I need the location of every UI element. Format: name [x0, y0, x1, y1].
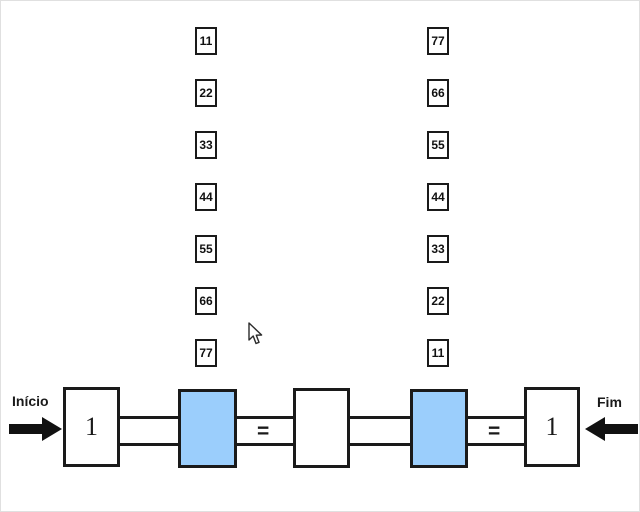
value-cell[interactable]: 55 — [195, 235, 217, 263]
value-cell[interactable]: 77 — [195, 339, 217, 367]
connector-left-link-to-middle — [231, 416, 299, 446]
connector-right-link-to-tail — [461, 416, 531, 446]
end-arrow-icon — [585, 417, 638, 441]
value-cell[interactable]: 33 — [195, 131, 217, 159]
mouse-pointer-icon — [248, 322, 263, 345]
connector-middle-to-right-link — [343, 416, 417, 446]
value-cell[interactable]: 22 — [427, 287, 449, 315]
value-cell[interactable]: 55 — [427, 131, 449, 159]
equals-symbol-left: = — [257, 420, 270, 443]
node-tail[interactable]: 1 — [524, 387, 580, 467]
node-middle[interactable] — [293, 388, 350, 468]
value-cell[interactable]: 44 — [195, 183, 217, 211]
value-cell[interactable]: 33 — [427, 235, 449, 263]
value-cell[interactable]: 11 — [427, 339, 449, 367]
node-link-right[interactable] — [410, 389, 468, 468]
start-arrow-icon — [9, 417, 62, 441]
equals-symbol-right: = — [488, 420, 501, 443]
end-label: Fim — [597, 394, 622, 410]
value-cell[interactable]: 66 — [195, 287, 217, 315]
value-cell[interactable]: 66 — [427, 79, 449, 107]
node-link-left[interactable] — [178, 389, 237, 468]
value-cell[interactable]: 11 — [195, 27, 217, 55]
connector-head-to-left-link — [113, 416, 185, 446]
value-cell[interactable]: 44 — [427, 183, 449, 211]
start-label: Início — [12, 393, 49, 409]
node-head[interactable]: 1 — [63, 387, 120, 467]
value-cell[interactable]: 22 — [195, 79, 217, 107]
value-cell[interactable]: 77 — [427, 27, 449, 55]
